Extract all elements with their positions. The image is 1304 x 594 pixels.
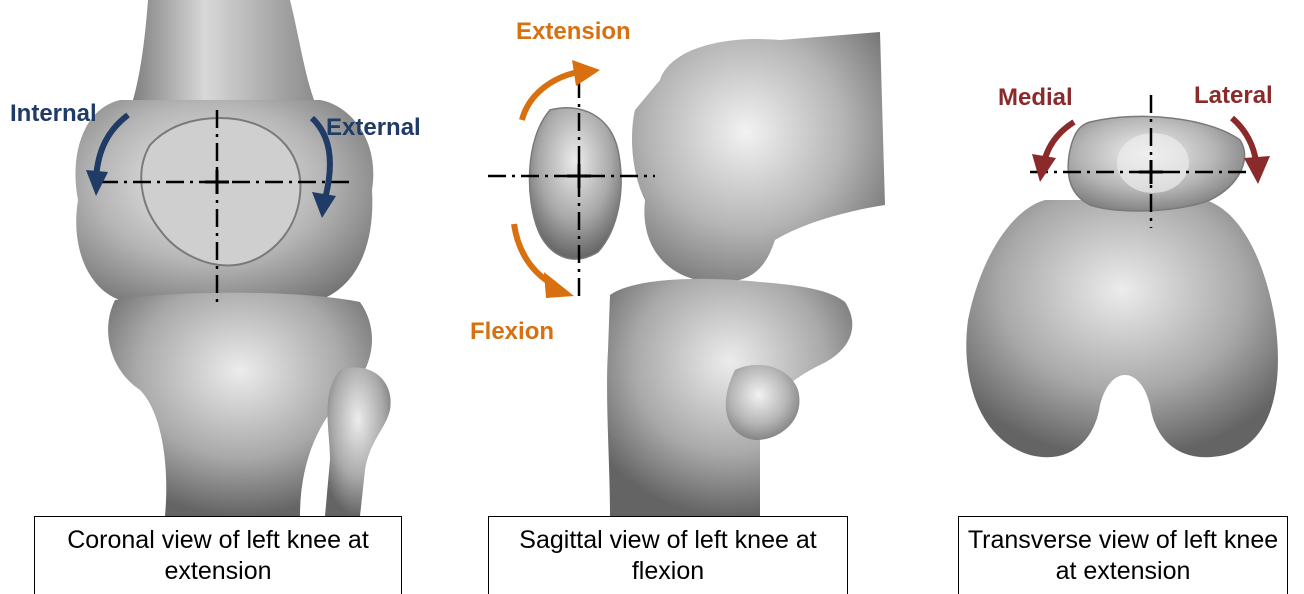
transverse-caption: Transverse view of left knee at extensio… [958,516,1288,594]
lateral-arrowhead [1244,156,1270,184]
transverse-panel: Medial Lateral Transverse view of left k… [940,0,1304,594]
sagittal-caption: Sagittal view of left knee at flexion [488,516,848,594]
fibula [325,367,391,516]
femur [632,32,885,282]
extension-arrowhead [572,60,600,86]
label-extension: Extension [516,18,631,46]
femur-shaft [130,0,318,110]
label-medial: Medial [998,84,1073,112]
flexion-arrowhead [544,272,574,298]
label-external: External [326,114,421,142]
coronal-panel: Internal External Coronal view of left k… [0,0,435,594]
patella-highlight [1117,133,1189,193]
coronal-knee-illustration [0,0,435,594]
label-lateral: Lateral [1194,82,1273,110]
fibula-head [726,365,800,440]
label-internal: Internal [10,100,97,128]
label-flexion: Flexion [470,318,554,346]
sagittal-panel: Extension Flexion Sagittal view of left … [460,0,900,594]
coronal-caption: Coronal view of left knee at extension [34,516,402,594]
medial-arrowhead [1032,154,1056,182]
patella [529,108,621,259]
sagittal-knee-illustration [460,0,900,594]
femur-condyles [966,200,1278,457]
